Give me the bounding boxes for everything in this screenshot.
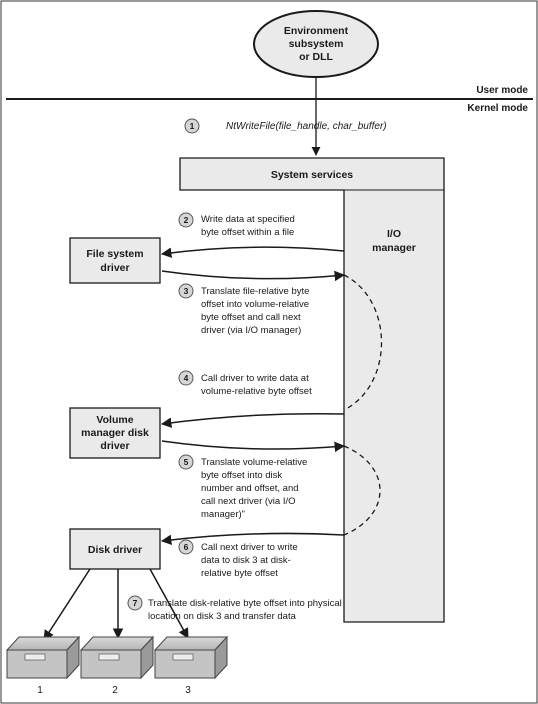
io-manager-label-line-1: I/O <box>387 228 401 240</box>
disk-1-label: 1 <box>37 685 43 696</box>
return-arrow-file-system-to-io <box>161 270 346 282</box>
file-system-driver-label-line-1: File system <box>86 248 143 260</box>
step-5-badge <box>178 454 194 470</box>
step-5-text-line-1: Translate volume-relative <box>201 457 307 468</box>
call-arrow-io-to-volume-manager <box>160 412 345 428</box>
user-mode-label: User mode <box>476 85 528 96</box>
step-7-text-line-2: location on disk 3 and transfer data <box>148 611 297 622</box>
disk-2-icon <box>79 635 155 680</box>
step-7-badge <box>127 595 143 611</box>
step-3-text-line-3: byte offset and call next <box>201 312 301 323</box>
step-6-number: 6 <box>184 542 189 552</box>
step-2-badge <box>178 212 194 228</box>
step-3-text-line-4: driver (via I/O manager) <box>201 325 301 336</box>
kernel-mode-label: Kernel mode <box>467 103 528 114</box>
step-2-text-line-1: Write data at specified <box>201 214 295 225</box>
disk-driver-box <box>69 528 161 570</box>
arrow-to-disk-1 <box>43 568 91 641</box>
step-5-text-line-3: number and offset, and <box>201 483 299 494</box>
step-1-badge <box>184 118 200 134</box>
step-2-number: 2 <box>184 215 189 225</box>
step-1-text: NtWriteFile(file_handle, char_buffer) <box>226 121 387 132</box>
step-1-number: 1 <box>190 121 195 131</box>
volume-manager-label-line-3: driver <box>100 440 129 452</box>
environment-label-line-1: Environment <box>284 25 349 37</box>
call-arrow-io-to-disk-driver <box>160 532 345 546</box>
step-5-text-line-2: byte offset into disk <box>201 470 282 481</box>
step-4-text-line-1: Call driver to write data at <box>201 373 309 384</box>
step-3-badge <box>178 283 194 299</box>
step-5-text-line-4: call next driver (via I/O <box>201 496 296 507</box>
step-6-text-line-2: data to disk 3 at disk- <box>201 555 291 566</box>
arrow-to-disk-3 <box>149 568 189 639</box>
disk-2-label: 2 <box>112 685 118 696</box>
environment-label-line-2: subsystem <box>289 38 344 50</box>
step-7-number: 7 <box>133 598 138 608</box>
system-services-io-manager-shape <box>179 157 445 623</box>
volume-manager-driver-box <box>69 407 161 459</box>
disk-driver-label: Disk driver <box>88 544 142 556</box>
disk-3-label: 3 <box>185 685 191 696</box>
return-arrow-volume-manager-to-io <box>161 440 346 453</box>
disk-3-icon <box>153 635 229 680</box>
step-3-text-line-2: offset into volume-relative <box>201 299 309 310</box>
step-4-text-line-2: volume-relative byte offset <box>201 386 312 397</box>
volume-manager-label-line-2: manager disk <box>81 427 149 439</box>
file-system-driver-label-line-2: driver <box>100 262 129 274</box>
step-5-number: 5 <box>184 457 189 467</box>
step-6-text-line-3: relative byte offset <box>201 568 278 579</box>
dashed-path-io-internal-1 <box>343 274 382 411</box>
file-system-driver-box <box>69 237 161 284</box>
disk-1-icon <box>5 635 81 680</box>
step-6-text-line-1: Call next driver to write <box>201 542 298 553</box>
step-2-text-line-2: byte offset within a file <box>201 227 294 238</box>
step-3-number: 3 <box>184 286 189 296</box>
system-services-label: System services <box>271 169 353 181</box>
call-arrow-io-to-file-system <box>160 246 345 258</box>
environment-label-line-3: or DLL <box>299 51 333 63</box>
step-5-text-line-5: manager)" <box>201 509 245 520</box>
step-7-text-line-1: Translate disk-relative byte offset into… <box>148 598 342 609</box>
volume-manager-label-line-1: Volume <box>96 414 133 426</box>
step-4-badge <box>178 370 194 386</box>
step-4-number: 4 <box>184 373 189 383</box>
io-manager-label-line-2: manager <box>372 242 416 254</box>
step-6-badge <box>178 539 194 555</box>
step-3-text-line-1: Translate file-relative byte <box>201 286 309 297</box>
